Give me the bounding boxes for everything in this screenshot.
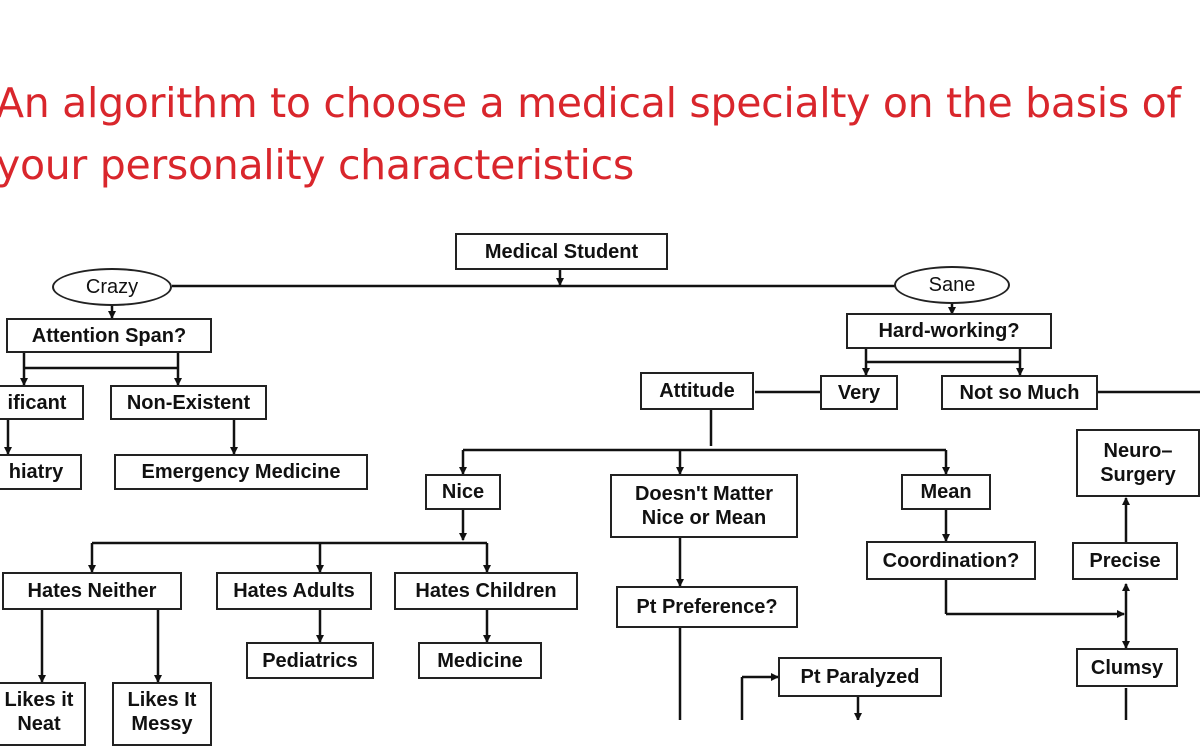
node-neurosurgery: Neuro– Surgery [1076, 429, 1200, 497]
node-hard-working: Hard-working? [846, 313, 1052, 349]
node-non-existent: Non-Existent [110, 385, 267, 420]
node-mean: Mean [901, 474, 991, 510]
node-nice: Nice [425, 474, 501, 510]
node-medicine: Medicine [418, 642, 542, 679]
node-medical-student: Medical Student [455, 233, 668, 270]
node-likes-it-messy: Likes It Messy [112, 682, 212, 746]
node-pt-preference: Pt Preference? [616, 586, 798, 628]
node-precise: Precise [1072, 542, 1178, 580]
node-hates-adults: Hates Adults [216, 572, 372, 610]
node-doesnt-matter: Doesn't Matter Nice or Mean [610, 474, 798, 538]
node-crazy: Crazy [52, 268, 172, 306]
node-pediatrics: Pediatrics [246, 642, 374, 679]
node-attitude: Attitude [640, 372, 754, 410]
node-likes-it-neat: Likes it Neat [0, 682, 86, 746]
diagram-title: An algorithm to choose a medical special… [0, 79, 1181, 189]
node-psychiatry: hiatry [0, 454, 82, 490]
node-clumsy: Clumsy [1076, 648, 1178, 687]
node-pt-paralyzed: Pt Paralyzed [778, 657, 942, 697]
node-coordination: Coordination? [866, 541, 1036, 580]
node-hates-children: Hates Children [394, 572, 578, 610]
node-hates-neither: Hates Neither [2, 572, 182, 610]
node-significant: ificant [0, 385, 84, 420]
node-sane: Sane [894, 266, 1010, 304]
connector-lines [4, 270, 1200, 720]
node-attention-span: Attention Span? [6, 318, 212, 353]
node-emergency-medicine: Emergency Medicine [114, 454, 368, 490]
node-very: Very [820, 375, 898, 410]
node-not-so-much: Not so Much [941, 375, 1098, 410]
